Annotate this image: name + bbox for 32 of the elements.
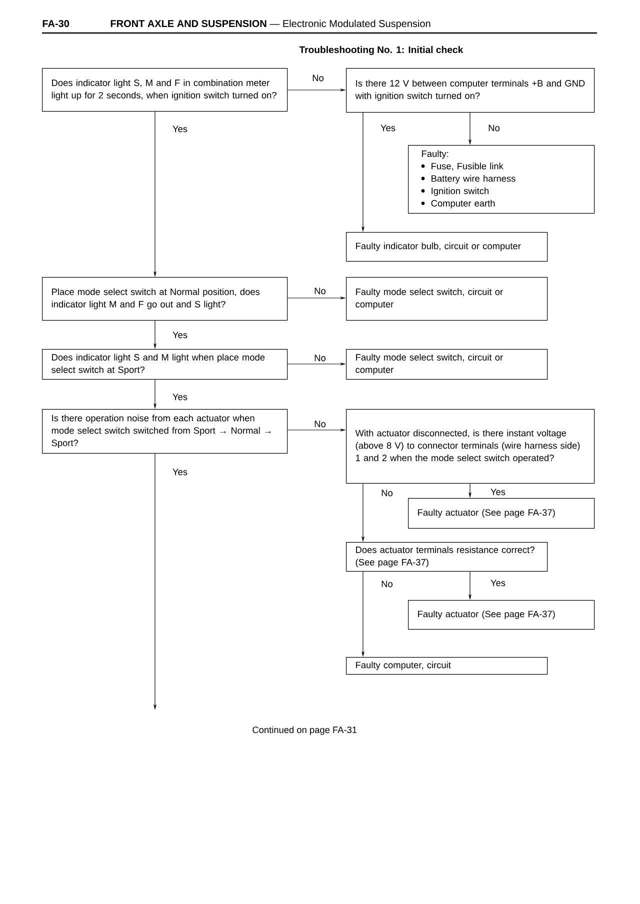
edge-label: Yes [490,488,506,496]
edge-label: Yes [172,124,188,134]
process-box: Does indicator light S, M and F in combination meter light up for 2 seconds, when ignition switch turned on? [42,68,288,112]
note: Continued on page FA-31 [252,726,357,735]
process-box: Faulty mode select switch, circuit or computer [346,277,548,321]
title: Troubleshooting No. 1: Initial check [299,46,464,56]
edge-label: Yes [172,330,188,340]
process-box: Faulty actuator (See page FA-37) [408,600,595,630]
edge-label: Yes [172,392,188,402]
process-box: Does actuator terminals resistance correct? (See page FA-37) [346,542,548,572]
process-box: Faulty actuator (See page FA-37) [408,498,595,529]
edge-label: No [313,420,327,428]
edge-label: No [487,124,501,132]
page-header: FRONT AXLE AND SUSPENSION — Electronic Modulated Suspension [110,20,430,30]
process-box: With actuator disconnected, is there instant voltage (above 8 V) to connector terminals (wire harness side) 1 and 2 when the mode select switch operated? [346,409,595,484]
process-box: Faulty mode select switch, circuit or computer [346,349,548,380]
edge-label: No [380,580,394,588]
process-box: Faulty indicator bulb, circuit or computer [346,232,548,262]
edge-label: No [313,354,327,362]
process-box: Faulty computer, circuit [346,657,548,675]
edge-label: Yes [490,578,506,588]
edge-label: No [313,286,327,296]
process-box: Is there 12 V between computer terminals +B and GND with ignition switch turned on? [346,68,595,113]
edge-label: Yes [380,124,396,132]
process-box: Is there operation noise from each actuator when mode select switch switched from Sport → Normal → Sport? [42,409,288,454]
edge-label: No [380,488,394,498]
process-box: Place mode select switch at Normal position, does indicator light M and F go out and S light? [42,277,288,321]
process-box: Faulty: Fuse, Fusible link Battery wire harness Ignition switch Computer earth [408,145,595,214]
page-number: FA-30 [42,20,70,28]
edge-label: Yes [172,468,188,476]
edge-label: No [311,74,325,82]
process-box: Does indicator light S and M light when place mode select switch at Sport? [42,349,288,380]
